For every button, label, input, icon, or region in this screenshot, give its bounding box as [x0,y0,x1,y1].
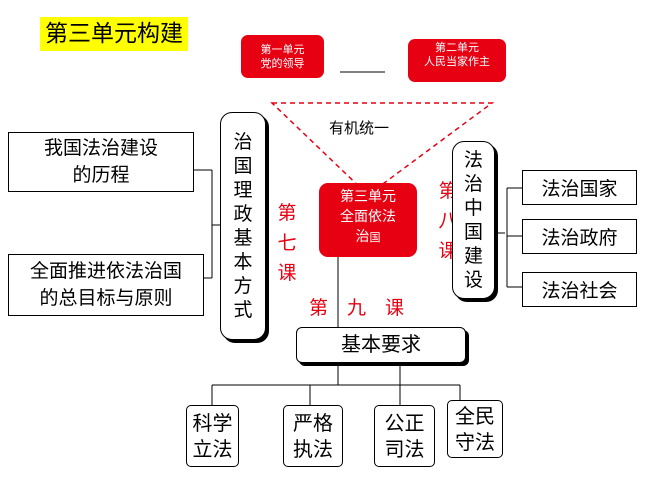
left-column-char: 式 [233,299,253,321]
left-item-goals: 全面推进依法治国 的总目标与原则 [8,254,204,316]
unit-one-box: 第一单元 党的领导 [241,35,324,78]
left-column-char: 理 [233,179,253,201]
right-item-law-state: 法治国家 [522,170,637,205]
right-column-char: 国 [463,221,483,243]
right-column-char: 建 [463,245,483,267]
unit-three-center-box: 第三单元 全面依法 治国 [319,183,417,257]
right-column-char: 中 [463,197,483,219]
right-column-char: 法 [463,149,483,171]
lesson-seven-char: 七 [277,232,297,254]
center-line-3-main: 治 [355,229,370,245]
bottom-item-enforcement: 严格 执法 [283,405,343,467]
lesson-seven-label: 第 七 课 [276,198,298,288]
center-line-1: 第三单元 [340,189,396,205]
lesson-seven-char: 课 [277,262,297,284]
right-item-law-society: 法治社会 [522,272,637,307]
basic-requirements-box: 基本要求 [296,327,466,363]
unity-triangle [270,102,495,196]
right-item-law-government: 法治政府 [522,219,637,254]
bottom-item-legislation: 科学 立法 [186,405,239,467]
center-line-3-small: 国 [369,231,381,244]
lesson-nine-label: 第 九 课 [309,297,405,319]
page-title: 第三单元构建 [40,17,188,51]
left-column-char: 治 [233,131,253,153]
right-column-char: 治 [463,173,483,195]
left-column-char: 本 [233,251,253,273]
lesson-seven-char: 第 [277,202,297,224]
left-column-char: 基 [233,227,253,249]
left-column-char: 国 [233,155,253,177]
unity-label: 有机统一 [329,119,390,137]
bottom-item-justice: 公正 司法 [374,405,435,467]
right-column-char: 设 [463,269,483,291]
left-column-char: 政 [233,203,253,225]
left-column-char: 方 [233,275,253,297]
center-line-2: 全面依法 [340,209,396,225]
right-column-box: 法 治 中 国 建 设 [452,141,495,299]
center-line-3: 治国 [319,227,417,248]
left-column-box: 治 国 理 政 基 本 方 式 [220,112,266,340]
unit-two-box: 第二单元 人民当家作主 [408,39,506,82]
bottom-item-compliance: 全民 守法 [447,400,503,458]
left-item-history: 我国法治建设 的历程 [8,132,194,192]
